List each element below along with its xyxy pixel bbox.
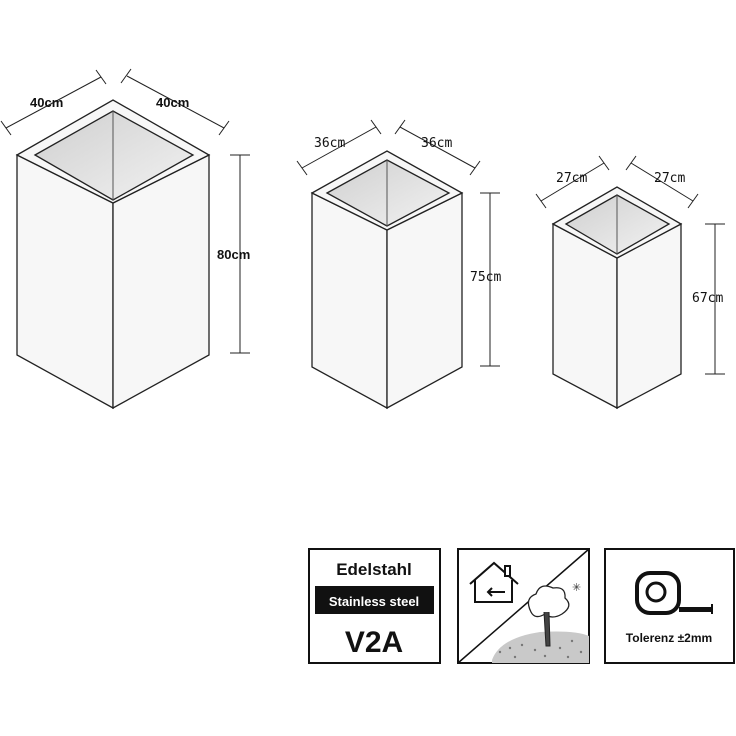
- planter-medium-dimensions: [296, 119, 500, 367]
- planter-small-dimensions: [535, 155, 725, 375]
- planter-small: [551, 186, 683, 410]
- house-icon: [469, 561, 519, 603]
- material-line3: V2A: [345, 626, 403, 659]
- planter-medium: [310, 150, 464, 410]
- planter-large-height-label: 80cm: [217, 247, 250, 262]
- planter-medium-left-face: [311, 191, 388, 410]
- planter-small-height-label: 67cm: [692, 291, 723, 306]
- planter-medium-width-label: 36cm: [314, 136, 345, 151]
- planter-medium-right-face: [386, 191, 463, 410]
- planter-large-dimensions: [0, 68, 250, 354]
- planter-large-width-label: 40cm: [30, 95, 63, 110]
- tolerance-label: Tolerenz ±2mm: [626, 631, 712, 645]
- tape-measure-icon: [635, 571, 713, 615]
- material-line1: Edelstahl: [336, 560, 412, 579]
- tree-icon: [492, 585, 589, 663]
- planter-large: [15, 99, 211, 410]
- planter-large-opening: [33, 110, 195, 201]
- planter-medium-opening: [325, 159, 451, 227]
- planter-medium-depth-label: 36cm: [421, 136, 452, 151]
- planter-medium-height-label: 75cm: [470, 270, 501, 285]
- tolerance-badge: Tolerenz ±2mm: [604, 548, 735, 664]
- material-line2: Stainless steel: [329, 594, 419, 609]
- usage-badge: ✳: [457, 548, 590, 664]
- planter-large-depth-label: 40cm: [156, 95, 189, 110]
- planter-small-depth-label: 27cm: [654, 171, 685, 186]
- planter-small-width-label: 27cm: [556, 171, 587, 186]
- material-badge: Edelstahl Stainless steel V2A: [308, 548, 441, 664]
- snowflake-icon: ✳: [572, 581, 581, 594]
